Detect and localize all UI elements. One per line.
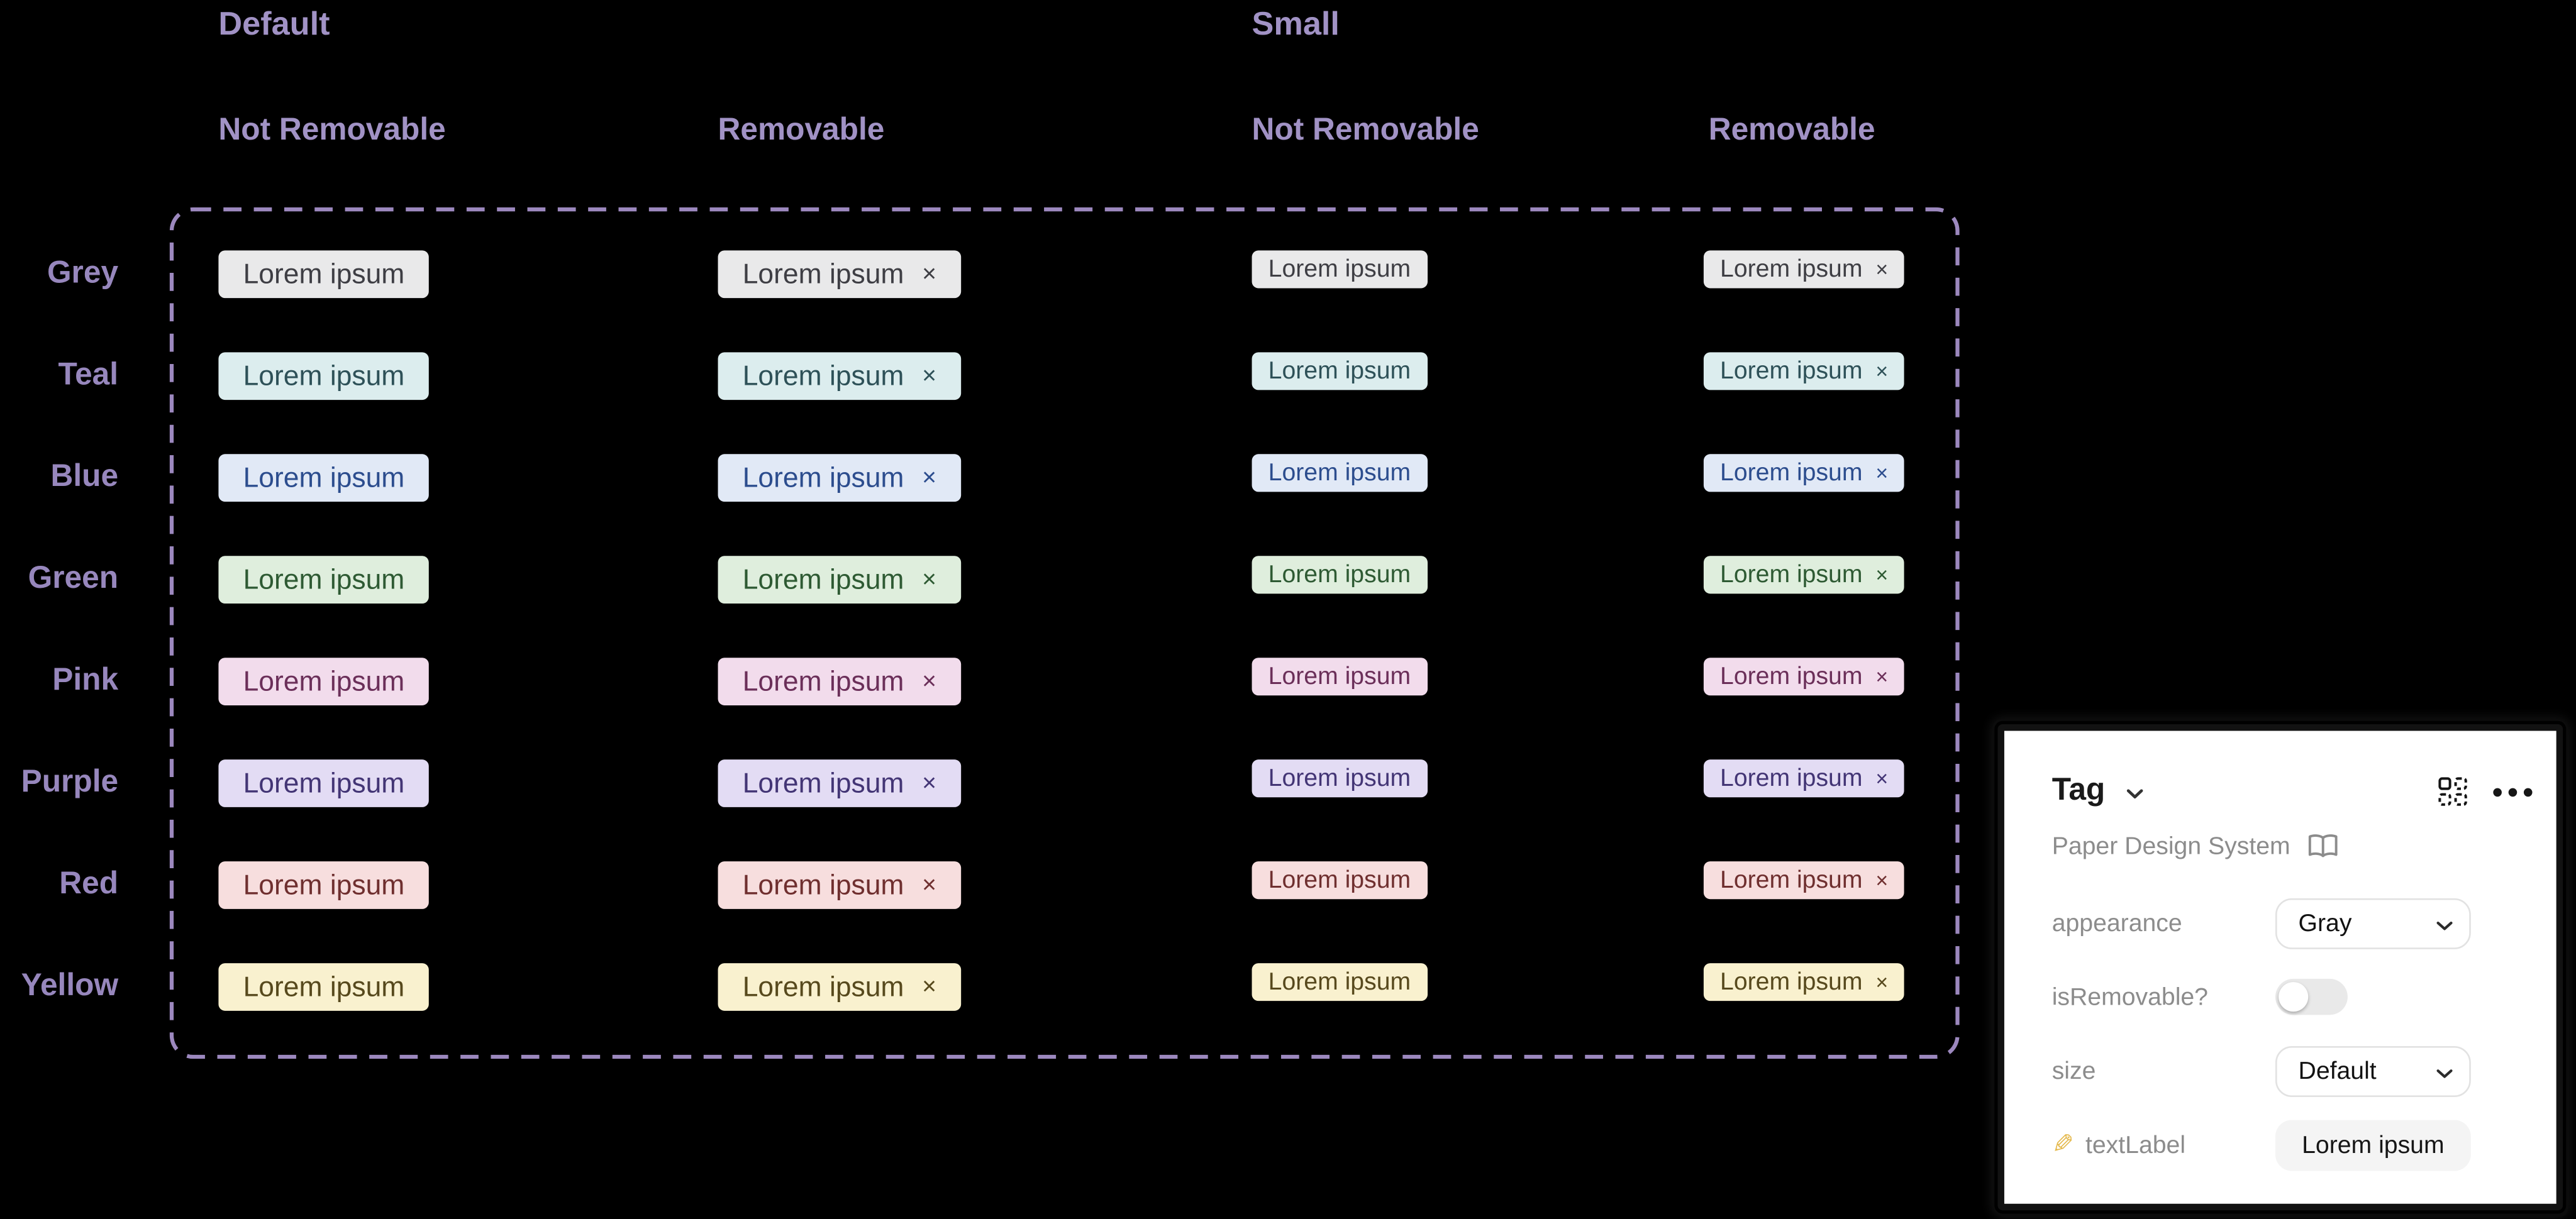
tag-default: Lorem ipsum (218, 250, 430, 299)
toggle-knob (2279, 982, 2309, 1012)
tag-small: Lorem ipsum (1252, 963, 1428, 1001)
col-header-removable-default: Removable (718, 113, 885, 148)
tag-small-removable: Lorem ipsum× (1703, 658, 1905, 696)
panel-icon-group (2438, 777, 2534, 807)
control-label-size: size (2051, 1057, 2096, 1086)
control-label-isremovable: isRemovable? (2051, 983, 2208, 1012)
tag-default-removable: Lorem ipsum× (718, 861, 962, 909)
tag-default: Lorem ipsum (218, 454, 430, 502)
panel-title-row: Tag (2052, 767, 2533, 816)
tag-small-removable: Lorem ipsum× (1703, 861, 1905, 900)
tag-default: Lorem ipsum (218, 352, 430, 400)
group-header-small: Small (1252, 6, 1340, 43)
remove-icon[interactable]: × (922, 463, 937, 492)
row-label: Yellow (21, 969, 119, 1004)
remove-icon[interactable]: × (922, 871, 937, 900)
tag-small: Lorem ipsum (1252, 454, 1428, 492)
ellipsis-menu-icon[interactable] (2492, 786, 2533, 797)
tag-default-removable: Lorem ipsum× (718, 454, 962, 502)
tag-row: Pink Lorem ipsum Lorem ipsum× Lorem ipsu… (0, 657, 2576, 706)
remove-icon[interactable]: × (922, 260, 937, 289)
design-system-name: Paper Design System (2051, 832, 2290, 860)
textlabel-input[interactable] (2275, 1120, 2471, 1171)
tag-default-removable: Lorem ipsum× (718, 556, 962, 604)
col-header-not-removable-small: Not Removable (1252, 113, 1479, 148)
remove-icon[interactable]: × (1875, 868, 1889, 893)
dashed-selection-box (169, 207, 1960, 1059)
tag-default: Lorem ipsum (218, 759, 430, 807)
isremovable-toggle[interactable] (2275, 978, 2348, 1015)
row-label: Green (28, 561, 119, 597)
tag-small-removable: Lorem ipsum× (1703, 963, 1905, 1001)
size-select[interactable]: Default (2275, 1046, 2471, 1097)
tag-row: Blue Lorem ipsum Lorem ipsum× Lorem ipsu… (0, 453, 2576, 502)
remove-icon[interactable]: × (1875, 358, 1889, 383)
row-label: Blue (50, 460, 119, 495)
tag-small-removable: Lorem ipsum× (1703, 556, 1905, 594)
tag-small: Lorem ipsum (1252, 556, 1428, 594)
col-header-removable-small: Removable (1708, 113, 1875, 148)
book-open-icon[interactable] (2307, 832, 2340, 859)
chevron-down-icon (2436, 1068, 2453, 1078)
remove-icon[interactable]: × (922, 667, 937, 696)
chevron-down-icon (2436, 920, 2453, 930)
row-label: Red (59, 867, 119, 902)
row-label: Purple (21, 765, 119, 800)
remove-icon[interactable]: × (1875, 969, 1889, 995)
tag-default-removable: Lorem ipsum× (718, 250, 962, 299)
tag-default: Lorem ipsum (218, 658, 430, 705)
panel-subtitle-row: Paper Design System (2052, 828, 2340, 864)
remove-icon[interactable]: × (922, 769, 937, 798)
row-label: Grey (47, 256, 119, 291)
chevron-down-icon[interactable] (2126, 788, 2145, 800)
appearance-select[interactable]: Gray (2275, 898, 2471, 949)
tag-row: Yellow Lorem ipsum Lorem ipsum× Lorem ip… (0, 963, 2576, 1012)
tag-row: Grey Lorem ipsum Lorem ipsum× Lorem ipsu… (0, 250, 2576, 299)
tag-default: Lorem ipsum (218, 556, 430, 604)
tag-default: Lorem ipsum (218, 861, 430, 909)
pencil-icon: ✎ (2051, 1131, 2074, 1160)
tag-small: Lorem ipsum (1252, 759, 1428, 798)
row-label: Pink (52, 663, 119, 698)
component-grid-icon[interactable] (2438, 777, 2468, 807)
remove-icon[interactable]: × (922, 973, 937, 1001)
controls-panel: Tag (1997, 724, 2563, 1211)
control-label-appearance: appearance (2051, 910, 2182, 938)
tag-small-removable: Lorem ipsum× (1703, 454, 1905, 492)
tag-default-removable: Lorem ipsum× (718, 352, 962, 400)
tag-row: Purple Lorem ipsum Lorem ipsum× Lorem ip… (0, 759, 2576, 808)
panel-title: Tag (2051, 773, 2106, 808)
tag-small-removable: Lorem ipsum× (1703, 352, 1905, 390)
tag-row: Teal Lorem ipsum Lorem ipsum× Lorem ipsu… (0, 351, 2576, 400)
row-label: Teal (58, 358, 119, 393)
tag-small-removable: Lorem ipsum× (1703, 250, 1905, 289)
col-header-not-removable-default: Not Removable (218, 113, 446, 148)
tag-small-removable: Lorem ipsum× (1703, 759, 1905, 798)
control-label-textlabel: ✎ textLabel (2052, 1120, 2185, 1171)
remove-icon[interactable]: × (1875, 460, 1889, 485)
tag-default-removable: Lorem ipsum× (718, 658, 962, 705)
remove-icon[interactable]: × (1875, 256, 1889, 282)
remove-icon[interactable]: × (1875, 664, 1889, 689)
tag-small: Lorem ipsum (1252, 861, 1428, 900)
tag-default-removable: Lorem ipsum× (718, 963, 962, 1011)
tag-small: Lorem ipsum (1252, 352, 1428, 390)
remove-icon[interactable]: × (922, 362, 937, 390)
tag-small: Lorem ipsum (1252, 658, 1428, 696)
tag-default: Lorem ipsum (218, 963, 430, 1011)
tag-row: Green Lorem ipsum Lorem ipsum× Lorem ips… (0, 555, 2576, 604)
group-header-default: Default (218, 6, 330, 43)
remove-icon[interactable]: × (1875, 562, 1889, 587)
tag-small: Lorem ipsum (1252, 250, 1428, 289)
tag-default-removable: Lorem ipsum× (718, 759, 962, 807)
remove-icon[interactable]: × (922, 565, 937, 594)
tag-row: Red Lorem ipsum Lorem ipsum× Lorem ipsum… (0, 861, 2576, 910)
remove-icon[interactable]: × (1875, 766, 1889, 791)
